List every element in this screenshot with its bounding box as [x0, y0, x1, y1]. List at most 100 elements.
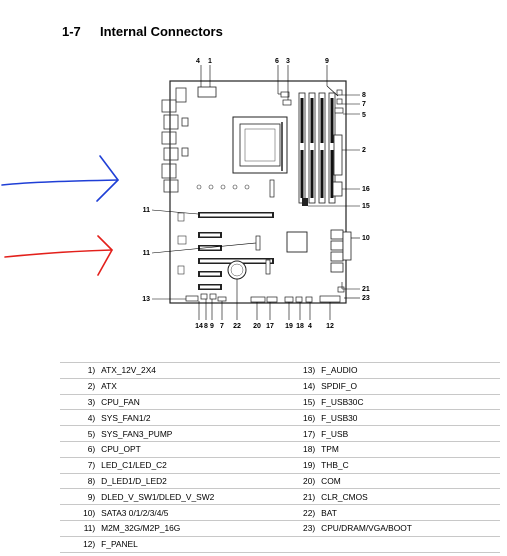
connector-number — [279, 536, 322, 553]
dled-header — [336, 89, 343, 96]
callout-right: 8 — [362, 92, 366, 99]
cpu-fan-header — [282, 99, 292, 106]
connector-label: D_LED1/D_LED2 — [101, 473, 280, 490]
red-annotation-arrowhead — [97, 235, 113, 276]
callout-right: 23 — [362, 295, 370, 302]
callout-right: 2 — [362, 147, 366, 154]
rear-io-block — [161, 87, 189, 193]
callout-right: 10 — [362, 235, 370, 242]
callout-bottom: 4 — [308, 323, 312, 330]
callout-labels: 4 1 6 3 9 8 7 5 2 16 15 10 21 23 11 11 1… — [142, 58, 370, 330]
connector-number: 12) — [60, 536, 102, 553]
connector-number: 22) — [279, 504, 322, 521]
connector-label: LED_C1/LED_C2 — [101, 457, 280, 474]
led-header — [336, 98, 343, 105]
connector-number: 2) — [60, 378, 102, 395]
callout-left: 13 — [142, 296, 150, 303]
connector-label: CPU_OPT — [101, 441, 280, 458]
connector-label: F_USB30 — [321, 409, 500, 427]
callout-bottom: 22 — [233, 323, 241, 330]
connector-number: 13) — [279, 362, 322, 379]
connector-number: 7) — [60, 457, 102, 474]
chipset — [286, 231, 308, 253]
connector-label — [321, 536, 500, 553]
connector-label: COM — [321, 473, 500, 490]
m2-connector-bottom — [255, 235, 261, 251]
connector-number: 4) — [60, 409, 102, 427]
connector-label: TPM — [321, 441, 500, 458]
bottom-headers — [185, 286, 345, 303]
connector-label: ATX — [101, 378, 280, 395]
connector-number: 9) — [60, 488, 102, 506]
m2-connector-top — [269, 179, 275, 198]
section-heading: Internal Connectors — [100, 24, 223, 39]
callout-bottom: 19 — [285, 323, 293, 330]
section-number: 1-7 — [62, 24, 81, 39]
connector-label: F_AUDIO — [321, 362, 500, 379]
connector-label: F_USB — [321, 425, 500, 442]
callout-bottom: 18 — [296, 323, 304, 330]
connector-label: DLED_V_SW1/DLED_V_SW2 — [101, 488, 280, 506]
callout-right: 21 — [362, 286, 370, 293]
connector-label: SPDIF_O — [321, 378, 500, 395]
f-usb30c-header — [302, 198, 308, 206]
sata-ports — [330, 229, 352, 273]
callout-top: 6 — [275, 58, 279, 65]
connector-number: 23) — [279, 520, 322, 537]
m2-standoffs — [196, 184, 250, 190]
cpu-opt-header — [280, 91, 290, 98]
connector-number: 10) — [60, 504, 102, 521]
blue-annotation-arrow — [1, 179, 119, 186]
motherboard-connector-diagram: 4 1 6 3 9 8 7 5 2 16 15 10 21 23 11 11 1… — [1, 58, 370, 330]
atx-power-connector — [333, 134, 343, 176]
blue-annotation-arrowhead — [96, 155, 119, 202]
battery — [227, 260, 247, 280]
connector-label: ATX_12V_2X4 — [101, 362, 280, 379]
connector-number: 3) — [60, 394, 102, 411]
callout-right: 15 — [362, 203, 370, 210]
connector-number: 21) — [279, 488, 322, 506]
connector-label: F_USB30C — [321, 394, 500, 411]
connector-number: 14) — [279, 378, 322, 395]
sys-fan3-header — [334, 107, 344, 114]
connector-label: THB_C — [321, 457, 500, 474]
connector-number: 15) — [279, 394, 322, 411]
connector-number: 16) — [279, 409, 322, 427]
atx-12v-connector — [197, 86, 217, 98]
connector-label: F_PANEL — [101, 536, 280, 553]
leader-lines — [151, 65, 360, 320]
connector-label: SYS_FAN1/2 — [101, 409, 280, 427]
callout-top: 9 — [325, 58, 329, 65]
connector-number: 19) — [279, 457, 322, 474]
callout-top: 3 — [286, 58, 290, 65]
table-row: 12)F_PANEL — [60, 536, 500, 553]
callout-bottom: 7 — [220, 323, 224, 330]
callout-bottom: 9 — [210, 323, 214, 330]
connector-label: BAT — [321, 504, 500, 521]
connector-number: 5) — [60, 425, 102, 442]
connector-label: CPU/DRAM/VGA/BOOT — [321, 520, 500, 537]
dimm-slots — [298, 92, 336, 204]
connector-label: CLR_CMOS — [321, 488, 500, 506]
callout-right: 5 — [362, 112, 366, 119]
callout-bottom: 14 — [195, 323, 203, 330]
connector-number: 17) — [279, 425, 322, 442]
f-usb30-header — [332, 181, 343, 197]
connector-number: 11) — [60, 520, 102, 537]
connector-label: CPU_FAN — [101, 394, 280, 411]
callout-left: 11 — [143, 207, 151, 214]
connector-number: 1) — [60, 362, 102, 379]
connector-number: 8) — [60, 473, 102, 490]
callout-top: 1 — [208, 58, 212, 65]
red-annotation-arrow — [4, 249, 113, 258]
callout-bottom: 8 — [204, 323, 208, 330]
